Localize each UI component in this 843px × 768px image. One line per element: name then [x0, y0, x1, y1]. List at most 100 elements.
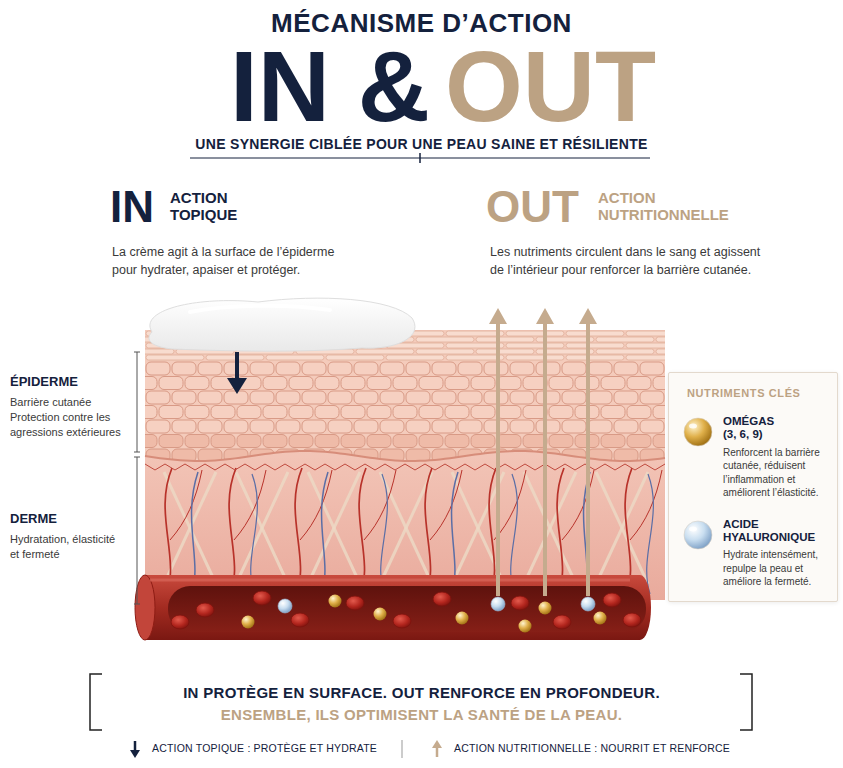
epidermis-cell — [588, 391, 612, 404]
corneum-cell — [506, 331, 564, 336]
arrow-head — [489, 308, 507, 324]
epidermis-cell — [211, 435, 235, 448]
epidermis-cell — [601, 377, 625, 390]
epidermis-cell — [419, 406, 443, 419]
corneum-cell — [386, 355, 444, 360]
epidermis-cell — [588, 362, 612, 375]
legend-arrow — [134, 741, 137, 751]
epidermis-cell — [250, 391, 274, 404]
epidermis-cell — [354, 391, 378, 404]
epidermis-cell — [159, 377, 183, 390]
red-blood-cell — [253, 591, 271, 605]
corneum-cell — [566, 355, 624, 360]
epidermis-cell — [601, 406, 625, 419]
sphere-body — [684, 418, 712, 446]
epidermis-cell — [406, 391, 430, 404]
epidermis-cell — [159, 406, 183, 419]
corneum-cell — [416, 337, 474, 342]
vessel-lumen — [168, 586, 646, 632]
hyaluronic-particle — [278, 599, 292, 613]
epidermis-cell — [367, 406, 391, 419]
collagen-fiber — [164, 472, 216, 584]
hyaluronic-particle — [581, 597, 595, 611]
epidermis-cell — [614, 420, 638, 433]
epidermis-cell — [289, 435, 313, 448]
epidermis-cell — [536, 420, 560, 433]
epidermis-cell — [263, 377, 287, 390]
omega-particle — [242, 616, 255, 629]
hero-word: IN & — [230, 36, 430, 136]
topical-arrow — [227, 352, 247, 394]
nutrition-arrows — [489, 308, 597, 596]
epidermis-cell — [185, 435, 209, 448]
layer-description: Hydratation, élasticité et fermeté — [10, 532, 122, 562]
section-body: La crème agit à la surface de l’épiderme… — [112, 243, 362, 279]
sphere-body — [684, 521, 712, 549]
epidermis-cell — [497, 406, 521, 419]
epidermis-cell — [289, 406, 313, 419]
epidermis-cell — [458, 362, 482, 375]
corneum-cell — [446, 343, 504, 348]
arrow-shaft — [496, 322, 500, 596]
red-blood-cell — [511, 596, 529, 610]
epidermis-cell — [614, 362, 638, 375]
corneum-cell — [446, 355, 504, 360]
collagen-fiber — [524, 472, 576, 584]
nutrient-entry: ACIDE HYALURONIQUEHydrate intensément, r… — [669, 518, 837, 589]
epidermis-cell — [471, 435, 495, 448]
diagram-title: MÉCANISME D’ACTION — [0, 10, 843, 36]
epidermis-cell — [198, 362, 222, 375]
capillary — [630, 470, 662, 540]
legend-text: ACTION NUTRITIONNELLE : NOURRIT ET RENFO… — [454, 742, 730, 755]
corneum-cell — [596, 349, 654, 354]
epidermis-cell — [237, 435, 261, 448]
epidermis-cell — [354, 420, 378, 433]
nutrient-panel: NUTRIMENTS CLÉSOMÉGAS (3, 6, 9)Renforcen… — [668, 372, 838, 602]
epidermis-cell — [471, 377, 495, 390]
epidermis-cell — [341, 435, 365, 448]
red-blood-cell — [393, 614, 411, 628]
cream-highlight — [190, 306, 330, 312]
epidermis-cell — [445, 377, 469, 390]
epidermis-cell — [263, 435, 287, 448]
epidermis-cell — [536, 362, 560, 375]
epidermis-cell — [640, 362, 664, 375]
epidermis-cell — [614, 391, 638, 404]
epidermis-cell — [146, 391, 170, 404]
layer-name: ÉPIDERME — [10, 375, 78, 389]
epidermis-cell — [432, 362, 456, 375]
epidermis-cell — [588, 420, 612, 433]
epidermis-cell — [536, 391, 560, 404]
epidermis-cell — [302, 391, 326, 404]
epidermis-cell — [601, 435, 625, 448]
epidermis-cell — [185, 406, 209, 419]
red-blood-cell — [196, 603, 214, 617]
epidermis-cell — [627, 377, 651, 390]
collagen-fiber — [308, 472, 360, 584]
epidermis-cell — [276, 391, 300, 404]
omega-particle — [519, 620, 532, 633]
epidermis-cell — [224, 391, 248, 404]
epidermis-cell — [510, 391, 534, 404]
collagen-fiber — [164, 472, 216, 584]
collagen-fiber — [596, 472, 648, 584]
corneum-cell — [476, 337, 534, 342]
epidermis-cell — [146, 362, 170, 375]
epidermis-cell — [627, 435, 651, 448]
epidermis-cell — [497, 377, 521, 390]
layer-description: Barrière cutanée Protection contre les a… — [10, 395, 128, 440]
epidermis-cell — [471, 406, 495, 419]
epidermis-cell — [146, 420, 170, 433]
epidermis-cell — [445, 406, 469, 419]
epidermis-cell — [341, 406, 365, 419]
epidermis-cell — [276, 420, 300, 433]
epidermis-cell — [419, 377, 443, 390]
epidermis-cell — [640, 420, 664, 433]
section-keyword: IN — [110, 185, 154, 229]
sphere-highlight — [689, 424, 697, 429]
nutrient-description: Renforcent la barrière cutanée, réduisen… — [723, 446, 829, 500]
hero-word: OUT — [445, 36, 656, 136]
epidermis-cell — [354, 362, 378, 375]
epidermis-cell — [289, 377, 313, 390]
omega-particle — [374, 608, 387, 621]
